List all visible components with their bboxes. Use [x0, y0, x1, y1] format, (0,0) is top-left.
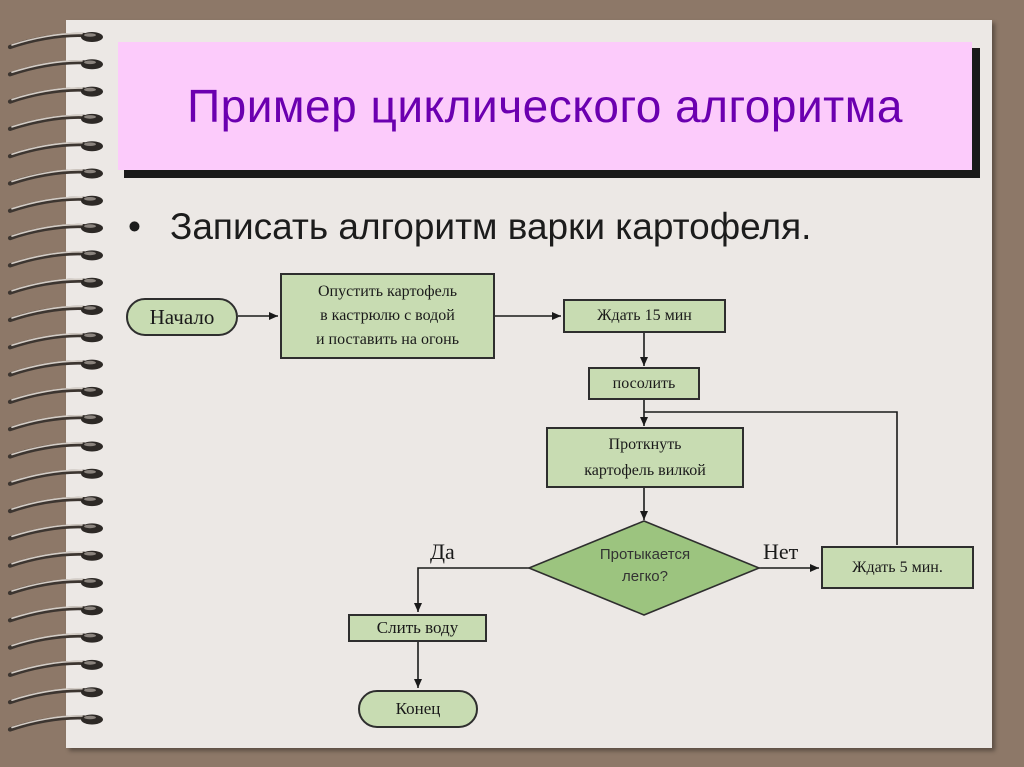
start-node: Начало — [126, 298, 238, 336]
spiral-ring-icon — [7, 578, 103, 596]
spiral-ring-icon — [7, 168, 103, 186]
decision-text: Протыкается легко? — [560, 544, 730, 588]
bullet-item: • Записать алгоритм варки картофеля. — [128, 206, 928, 248]
title-box: Пример циклического алгоритма — [118, 42, 972, 170]
spiral-ring-icon — [7, 32, 103, 50]
spiral-ring-icon — [7, 414, 103, 432]
loop-back-line — [644, 411, 898, 545]
start-label: Начало — [149, 304, 215, 329]
step-wait-15: Ждать 15 мин — [563, 299, 726, 333]
decision-line1: Протыкается — [599, 546, 691, 563]
step-salt: посолить — [588, 367, 700, 400]
step1-line1: Опустить картофель — [317, 283, 457, 300]
spiral-binding-icon — [7, 32, 103, 732]
decision-line2: легко? — [622, 568, 668, 585]
spiral-ring-icon — [7, 195, 103, 213]
arrow-decision-yes — [414, 567, 529, 612]
wait15-label: Ждать 15 мин — [597, 307, 692, 324]
step1-line3: и поставить на огонь — [315, 331, 459, 348]
drain-label: Слить воду — [376, 618, 459, 637]
pierce-line2: картофель вилкой — [584, 461, 706, 479]
spiral-ring-icon — [7, 605, 103, 623]
spiral-ring-icon — [7, 632, 103, 650]
spiral-ring-icon — [7, 223, 103, 241]
spiral-ring-icon — [7, 441, 103, 459]
decision-diamond — [526, 520, 762, 616]
bullet-text: Записать алгоритм варки картофеля. — [170, 206, 812, 247]
spiral-ring-icon — [7, 113, 103, 131]
spiral-ring-icon — [7, 687, 103, 705]
spiral-ring-icon — [7, 496, 103, 514]
step-put-potatoes: Опустить картофель в кастрюлю с водой и … — [280, 273, 495, 359]
spiral-ring-icon — [7, 86, 103, 104]
spiral-ring-icon — [7, 714, 103, 732]
spiral-ring-icon — [7, 141, 103, 159]
end-label: Конец — [395, 699, 441, 718]
spiral-ring-icon — [7, 332, 103, 350]
salt-label: посолить — [612, 374, 676, 392]
spiral-ring-icon — [7, 468, 103, 486]
step1-line2: в кастрюлю с водой — [320, 307, 455, 324]
spiral-ring-icon — [7, 523, 103, 541]
spiral-ring-icon — [7, 550, 103, 568]
spiral-ring-icon — [7, 359, 103, 377]
step-wait-5: Ждать 5 мин. — [821, 546, 974, 589]
no-label: Нет — [763, 539, 799, 564]
spiral-ring-icon — [7, 305, 103, 323]
end-node: Конец — [358, 690, 478, 728]
pierce-line1: Проткнуть — [608, 435, 682, 453]
spiral-ring-icon — [7, 386, 103, 404]
bullet-dot-icon: • — [128, 206, 141, 247]
step-drain: Слить воду — [348, 614, 487, 642]
spiral-ring-icon — [7, 659, 103, 677]
yes-label: Да — [430, 539, 455, 564]
spiral-ring-icon — [7, 277, 103, 295]
step-pierce: Проткнуть картофель вилкой — [546, 427, 744, 488]
spiral-ring-icon — [7, 59, 103, 77]
wait5-label: Ждать 5 мин. — [852, 558, 943, 576]
page-title: Пример циклического алгоритма — [187, 80, 903, 132]
spiral-ring-icon — [7, 250, 103, 268]
